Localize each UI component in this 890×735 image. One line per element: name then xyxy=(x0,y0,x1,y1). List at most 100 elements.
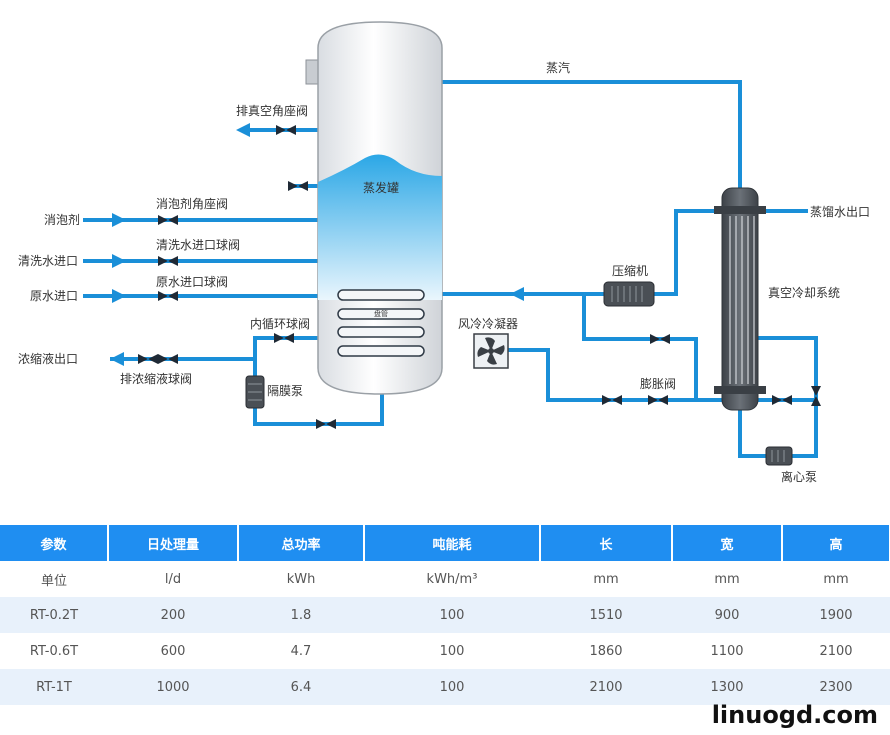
concentrate-out-arrow-icon xyxy=(110,352,124,366)
header-cell: 长 xyxy=(540,525,673,561)
header-cell: 吨能耗 xyxy=(364,525,541,561)
evaporator-tank: 蒸发罐 盘管 xyxy=(305,21,443,395)
distillate-outlet-label: 蒸馏水出口 xyxy=(810,205,870,219)
flow-arrows xyxy=(110,123,524,366)
vacuum-valve-label: 排真空角座阀 xyxy=(236,103,308,118)
table-cell: mm xyxy=(540,561,672,597)
table-cell: RT-0.6T xyxy=(0,633,108,669)
table-cell: 100 xyxy=(364,633,540,669)
pipes xyxy=(83,80,818,458)
diaphragm-pump-label: 隔膜泵 xyxy=(267,384,303,398)
steam-pipe xyxy=(440,80,742,192)
spec-table: 参数 日处理量 总功率 吨能耗 长 宽 高 单位 l/d kWh kWh/m³ … xyxy=(0,525,890,705)
table-cell: RT-0.2T xyxy=(0,597,108,633)
table-cell: l/d xyxy=(108,561,238,597)
table-row: RT-0.6T 600 4.7 100 1860 1100 2100 xyxy=(0,633,890,669)
table-cell: 4.7 xyxy=(238,633,364,669)
raw-in-arrow-icon xyxy=(112,289,126,303)
centrifugal-pump-label: 离心泵 xyxy=(781,469,817,484)
valves xyxy=(138,125,821,429)
header-cell: 参数 xyxy=(0,525,109,561)
table-row: 单位 l/d kWh kWh/m³ mm mm mm xyxy=(0,561,890,597)
labels: 排真空角座阀 消泡剂角座阀 消泡剂 清洗水进口球阀 清洗水进口 原水进口球阀 原… xyxy=(18,60,870,484)
defoamer-valve-label: 消泡剂角座阀 xyxy=(156,196,228,211)
circulation-valve-icon xyxy=(274,333,294,343)
expansion-valve-icon-1 xyxy=(602,395,622,405)
compressor-label: 压缩机 xyxy=(612,263,648,278)
table-cell: mm xyxy=(672,561,782,597)
header-cell: 日处理量 xyxy=(108,525,239,561)
raw-valve-label: 原水进口球阀 xyxy=(156,275,228,289)
table-cell: 200 xyxy=(108,597,238,633)
header-cell: 总功率 xyxy=(238,525,365,561)
table-cell: 1860 xyxy=(540,633,672,669)
table-cell: kWh/m³ xyxy=(364,561,540,597)
tank-nozzle xyxy=(305,59,319,85)
watermark: linuogd.com xyxy=(711,701,878,729)
table-cell: 600 xyxy=(108,633,238,669)
table-row: RT-0.2T 200 1.8 100 1510 900 1900 xyxy=(0,597,890,633)
air-condenser-fan xyxy=(473,333,509,369)
diaphragm-pump xyxy=(245,375,265,409)
drain-valve-icon-1 xyxy=(138,354,158,364)
wash-valve-label: 清洗水进口球阀 xyxy=(156,238,240,252)
table-cell: 2100 xyxy=(782,633,890,669)
table-cell: RT-1T xyxy=(0,669,108,705)
circulation-valve-label: 内循环球阀 xyxy=(250,317,310,331)
defoamer-stub-valve-icon xyxy=(288,181,308,191)
pump-feed-pipe xyxy=(738,408,768,458)
coil-label: 盘管 xyxy=(374,309,388,318)
process-flow-diagram: 蒸发罐 盘管 xyxy=(18,21,870,484)
air-condenser-label: 风冷冷凝器 xyxy=(458,316,518,331)
bypass-valve-icon xyxy=(650,334,670,344)
table-cell: 900 xyxy=(672,597,782,633)
compressor-loop-pipe xyxy=(652,209,724,296)
defoamer-in-arrow-icon xyxy=(112,213,126,227)
table-header-row: 参数 日处理量 总功率 吨能耗 长 宽 高 xyxy=(0,525,890,561)
raw-inlet-label: 原水进口 xyxy=(30,289,78,303)
table-cell: kWh xyxy=(238,561,364,597)
expansion-valve-icon-2 xyxy=(648,395,668,405)
cooling-loop-pipe xyxy=(754,336,818,458)
return-flow-arrow-icon xyxy=(510,287,524,301)
expansion-valve-label: 膨胀阀 xyxy=(640,377,676,391)
table-cell: mm xyxy=(782,561,890,597)
table-cell: 2300 xyxy=(782,669,890,705)
wash-in-arrow-icon xyxy=(112,254,126,268)
vacuum-cooling-label: 真空冷却系统 xyxy=(768,286,840,300)
header-cell: 高 xyxy=(782,525,890,561)
defoamer-label: 消泡剂 xyxy=(44,212,80,227)
circulation-pipe xyxy=(253,336,320,380)
table-row: RT-1T 1000 6.4 100 2100 1300 2300 xyxy=(0,669,890,705)
table-cell: 1000 xyxy=(108,669,238,705)
table-cell: 100 xyxy=(364,597,540,633)
defoamer-valve-icon xyxy=(158,215,178,225)
wash-inlet-label: 清洗水进口 xyxy=(18,254,78,268)
tank-label: 蒸发罐 xyxy=(363,180,399,195)
vacuum-cooling-column xyxy=(714,187,766,411)
steam-label: 蒸汽 xyxy=(546,60,570,75)
drain-valve-icon-2 xyxy=(158,354,178,364)
return-valve-icon xyxy=(316,419,336,429)
table-cell: 6.4 xyxy=(238,669,364,705)
wash-valve-icon xyxy=(158,256,178,266)
table-cell: 1900 xyxy=(782,597,890,633)
table-cell: 1300 xyxy=(672,669,782,705)
table-cell: 100 xyxy=(364,669,540,705)
cooling-valve-icon-2 xyxy=(811,386,821,406)
pump-return-pipe xyxy=(253,392,384,426)
drain-valve-label: 排浓缩液球阀 xyxy=(120,371,192,386)
concentrate-pipe xyxy=(110,338,257,361)
table-cell: 1100 xyxy=(672,633,782,669)
compressor xyxy=(603,281,655,307)
concentrate-outlet-label: 浓缩液出口 xyxy=(18,351,78,366)
raw-valve-icon xyxy=(158,291,178,301)
tank-liquid xyxy=(318,154,442,300)
heating-coil xyxy=(337,289,425,357)
condenser-pipe xyxy=(506,348,724,402)
table-cell: 单位 xyxy=(0,561,108,597)
table-cell: 2100 xyxy=(540,669,672,705)
cooling-valve-icon-1 xyxy=(772,395,792,405)
centrifugal-pump xyxy=(765,446,793,466)
header-cell: 宽 xyxy=(672,525,783,561)
